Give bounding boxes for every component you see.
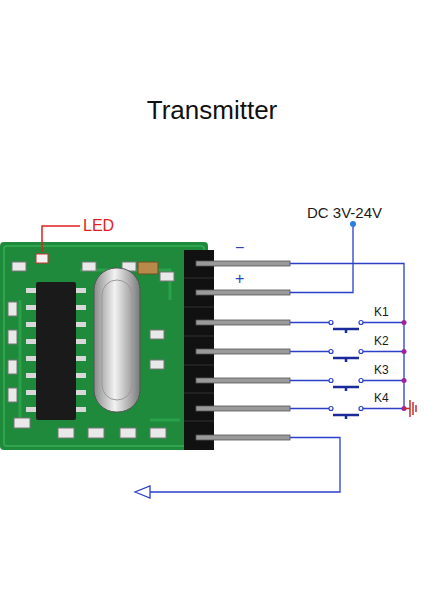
pcb-board bbox=[0, 242, 208, 450]
diagram-title: Transmitter bbox=[147, 96, 278, 125]
switch-label: K1 bbox=[374, 306, 389, 319]
push-buttons bbox=[329, 320, 407, 419]
pin-label: − bbox=[235, 239, 244, 257]
pin-header bbox=[184, 250, 290, 450]
ground-symbol bbox=[404, 400, 416, 417]
switch-label: K2 bbox=[374, 335, 389, 348]
switch-label: K3 bbox=[374, 364, 389, 377]
led bbox=[36, 254, 48, 263]
supply-dot bbox=[350, 221, 356, 227]
wiring bbox=[150, 226, 404, 492]
led-leader bbox=[42, 226, 80, 252]
supply-label: DC 3V-24V bbox=[307, 205, 382, 222]
part-label: LED bbox=[83, 217, 114, 235]
encoder-chip bbox=[26, 282, 86, 420]
switch-label: K4 bbox=[374, 392, 389, 405]
antenna-symbol bbox=[135, 486, 150, 498]
crystal bbox=[94, 268, 140, 412]
pin-label: + bbox=[235, 270, 244, 288]
